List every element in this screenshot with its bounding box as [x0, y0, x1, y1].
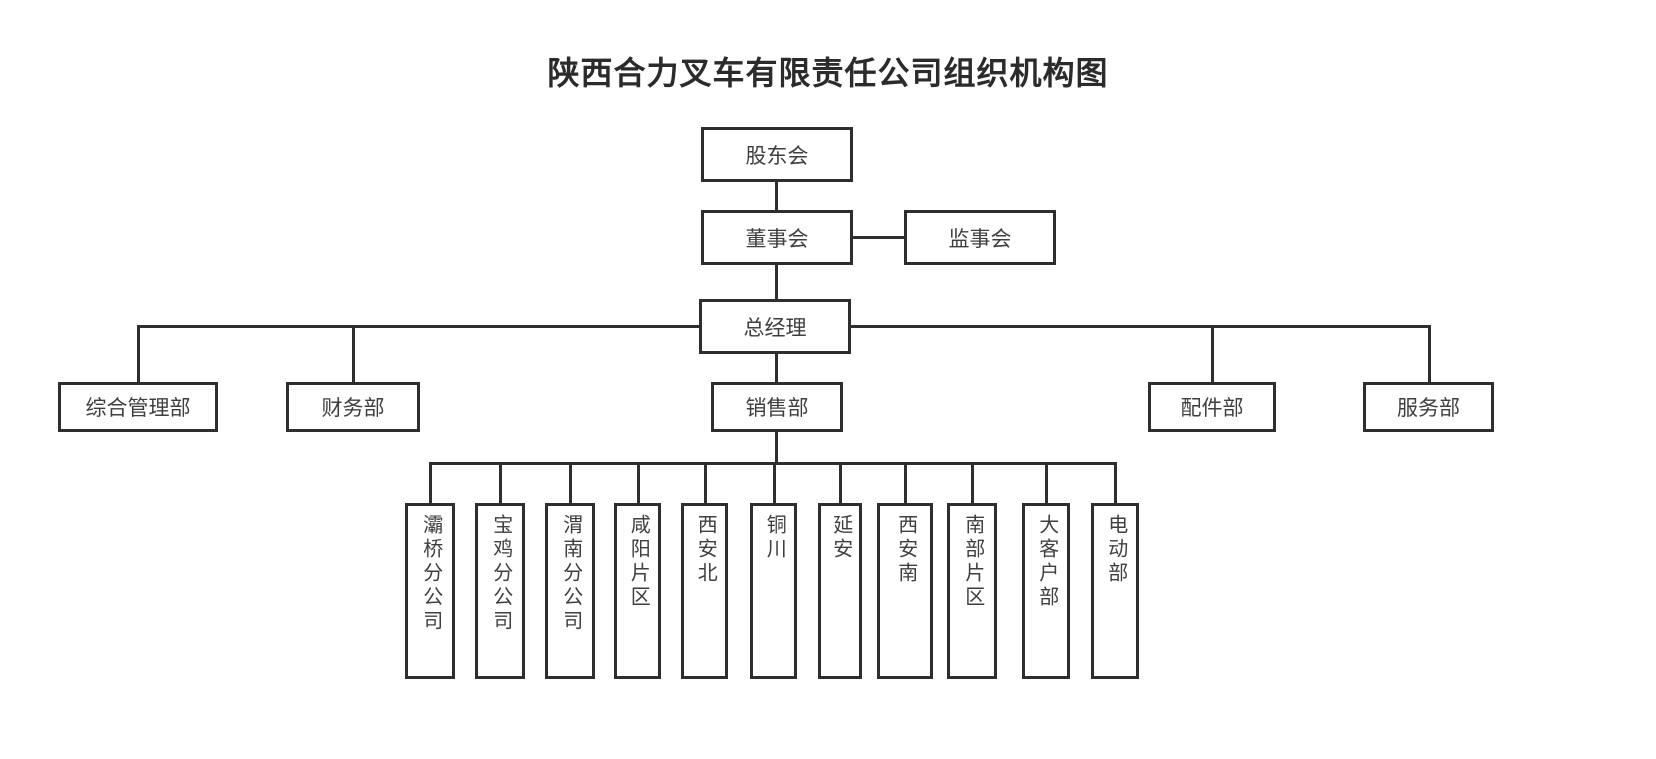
- node-sales-branch[interactable]: 延安: [818, 503, 862, 679]
- node-label: 南部片区: [961, 514, 984, 610]
- node-label: 灞桥分公司: [419, 514, 442, 634]
- node-label: 综合管理部: [85, 396, 191, 420]
- node-label: 股东会: [745, 143, 809, 168]
- node-label: 铜川: [763, 514, 786, 562]
- node-board-of-directors[interactable]: 董事会: [701, 210, 853, 265]
- connector-board-to-supervisors: [853, 236, 904, 239]
- node-sales-branch[interactable]: 南部片区: [947, 503, 997, 679]
- node-label: 总经理: [743, 315, 807, 340]
- connector-drop-branch: [499, 462, 502, 503]
- connector-drop-branch: [703, 462, 707, 503]
- node-label: 大客户部: [1035, 514, 1058, 610]
- node-sales-branch[interactable]: 铜川: [750, 503, 797, 679]
- node-label: 咸阳片区: [627, 514, 650, 610]
- connector-drop-finance: [352, 325, 355, 382]
- connector-drop-branch: [429, 462, 432, 503]
- node-sales-branch[interactable]: 咸阳片区: [614, 503, 661, 679]
- connector-drop-sales: [775, 354, 778, 382]
- connector-gm-bus-left: [137, 325, 699, 328]
- connector-gm-bus-right: [851, 325, 1431, 328]
- connector-drop-branch: [904, 462, 907, 503]
- node-dept-parts[interactable]: 配件部: [1148, 382, 1276, 432]
- node-label: 渭南分公司: [559, 514, 582, 634]
- page-title: 陕西合力叉车有限责任公司组织机构图: [547, 55, 1109, 91]
- connector-drop-branch: [1045, 462, 1048, 503]
- connector-drop-branch: [839, 462, 842, 503]
- node-sales-branch[interactable]: 西安北: [681, 503, 728, 679]
- node-dept-service[interactable]: 服务部: [1363, 382, 1494, 432]
- node-shareholders-meeting[interactable]: 股东会: [701, 127, 853, 182]
- connector-drop-branch: [971, 462, 974, 503]
- connector-shareholders-to-board: [775, 182, 778, 210]
- connector-drop-parts: [1211, 325, 1214, 382]
- connector-drop-branch: [772, 462, 776, 503]
- connector-drop-branch: [569, 462, 572, 503]
- node-label: 西安南: [894, 514, 917, 586]
- node-supervisory-board[interactable]: 监事会: [904, 210, 1056, 265]
- node-label: 延安: [829, 514, 852, 562]
- node-label: 财务部: [321, 396, 385, 420]
- node-dept-sales[interactable]: 销售部: [711, 382, 843, 432]
- node-general-manager[interactable]: 总经理: [699, 299, 851, 354]
- connector-drop-branch: [636, 462, 640, 503]
- node-label: 董事会: [745, 226, 809, 251]
- node-label: 监事会: [948, 226, 1012, 251]
- connector-board-to-gm: [775, 265, 778, 299]
- connector-drop-service: [1428, 325, 1431, 382]
- connector-drop-admin: [137, 325, 140, 382]
- node-sales-branch[interactable]: 大客户部: [1022, 503, 1070, 679]
- node-label: 配件部: [1180, 396, 1244, 420]
- node-dept-finance[interactable]: 财务部: [286, 382, 420, 432]
- node-sales-branch[interactable]: 灞桥分公司: [405, 503, 455, 679]
- connector-drop-branch: [1114, 462, 1117, 503]
- node-label: 西安北: [694, 514, 717, 586]
- connector-sales-stem: [775, 432, 778, 464]
- node-label: 电动部: [1104, 514, 1127, 586]
- node-sales-branch[interactable]: 西安南: [877, 503, 933, 679]
- node-sales-branch[interactable]: 渭南分公司: [545, 503, 595, 679]
- node-label: 服务部: [1397, 396, 1460, 420]
- node-sales-branch[interactable]: 电动部: [1091, 503, 1139, 679]
- node-label: 销售部: [745, 396, 809, 420]
- node-label: 宝鸡分公司: [489, 514, 512, 634]
- node-dept-general-administration[interactable]: 综合管理部: [58, 382, 218, 432]
- node-sales-branch[interactable]: 宝鸡分公司: [475, 503, 525, 679]
